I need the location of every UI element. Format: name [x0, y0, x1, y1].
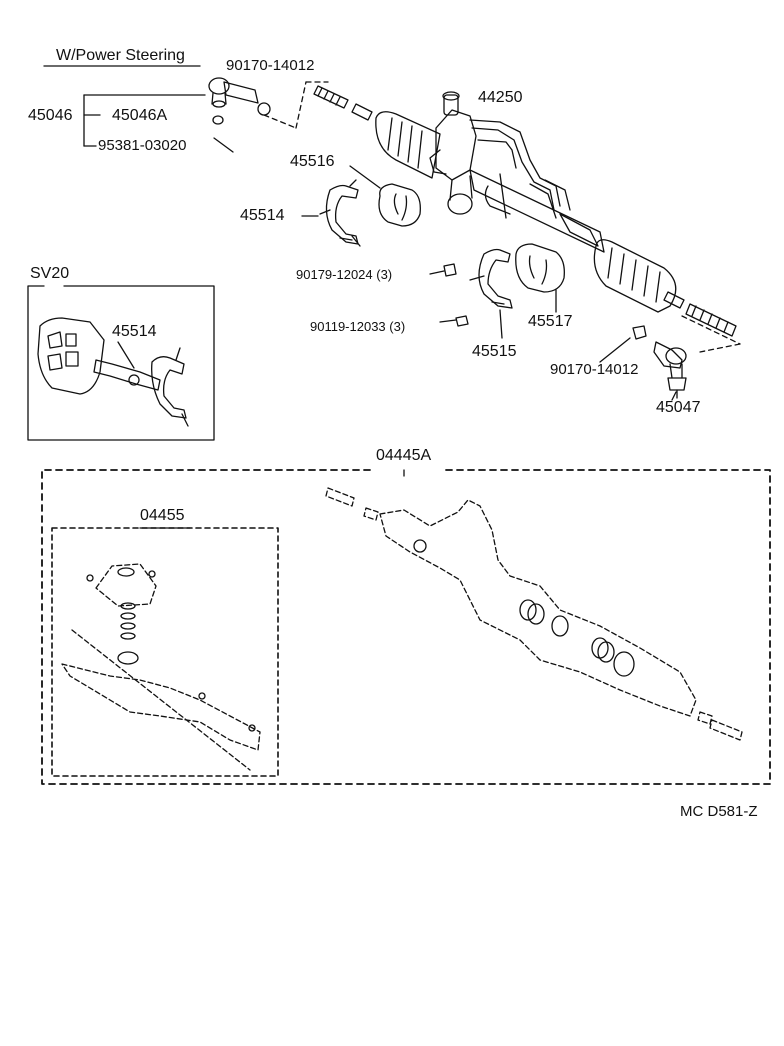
bolt-parts [429, 263, 469, 327]
steering-rack-main [313, 85, 737, 337]
label-bracket-left: 45514 [240, 207, 285, 224]
small-seal-rings [86, 567, 256, 732]
label-gasket-kit: 04445A [376, 447, 432, 464]
rack-exploded-outline [325, 487, 743, 741]
tie-rod-bracket-lines [83, 94, 206, 147]
label-tie-rod-nut-right: 90170-14012 [550, 361, 639, 378]
tie-rod-end-right-part [632, 325, 687, 399]
sv20-inset-box [27, 285, 215, 441]
label-bolt-a: 90179-12024 (3) [296, 267, 393, 282]
label-bracket-right: 45515 [472, 343, 517, 360]
label-bushing-right: 45517 [528, 313, 573, 330]
seal-rings [413, 539, 635, 677]
tie-rod-end-left-part [208, 77, 271, 153]
inset-bracket-label: 45514 [112, 323, 157, 340]
bushing-left-part [349, 165, 421, 227]
label-seal-kit: 04455 [140, 507, 185, 524]
seal-kit-box [51, 527, 279, 777]
label-tie-rod-end-sub: 45046A [112, 107, 168, 124]
label-tie-rod-end-right: 45047 [656, 399, 701, 416]
header-title: W/Power Steering [56, 47, 185, 64]
diagram-code: MC D581-Z [680, 803, 758, 820]
label-cotter-pin: 95381-03020 [98, 137, 187, 154]
gasket-kit-box [41, 469, 771, 785]
small-rack-outline [61, 563, 261, 771]
label-bolt-b: 90119-12033 (3) [310, 319, 406, 334]
label-tie-rod-nut-left: 90170-14012 [226, 57, 315, 74]
label-bushing-left: 45516 [290, 153, 335, 170]
label-tie-rod-end-left: 45046 [28, 107, 73, 124]
bracket-left-part [319, 179, 361, 247]
bushing-right-part [515, 243, 565, 313]
bracket-right-part [469, 248, 513, 339]
inset-title: SV20 [30, 265, 70, 282]
label-gear-assembly: 44250 [478, 89, 523, 106]
